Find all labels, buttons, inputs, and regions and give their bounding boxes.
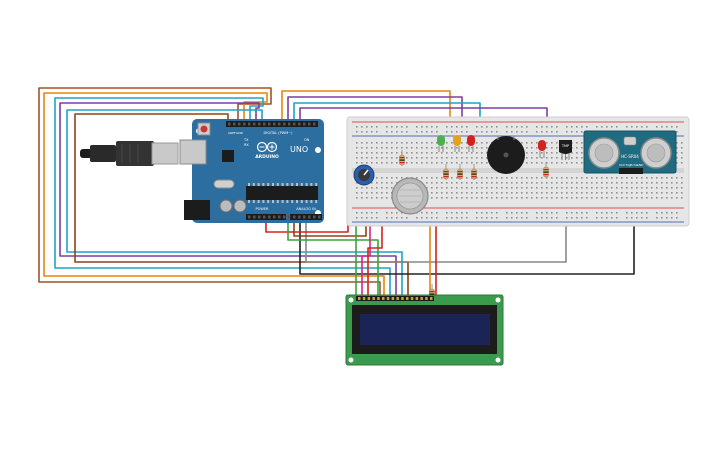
atmega-chip (246, 186, 318, 200)
wire-digital-teal-2[interactable] (66, 109, 403, 298)
analog-label: ANALOG IN (296, 207, 316, 211)
wire-digital-purple[interactable] (59, 102, 397, 298)
gnd-label: GND (236, 131, 244, 135)
led-red-2[interactable] (538, 140, 546, 158)
power-jack (184, 200, 210, 220)
ultrasonic-gnd-label: GND (637, 163, 645, 167)
analog-header[interactable] (290, 214, 322, 220)
rx-label: RX (244, 143, 249, 147)
wire-digital-brown[interactable] (74, 113, 409, 298)
aref-label: AREF (228, 131, 236, 135)
tx-label: TX (243, 138, 249, 142)
temp-sensor-label: TMP (561, 144, 569, 148)
wire-green-analog[interactable] (287, 222, 379, 298)
led-yellow[interactable] (453, 135, 461, 152)
arduino-uno-board[interactable]: DIGITAL (PWM~) TX RX AREF GND ON ARDUINO… (179, 119, 324, 223)
temperature-sensor[interactable]: TMP (559, 140, 572, 160)
lcd-screen (360, 314, 490, 345)
power-label: POWER (256, 207, 270, 211)
ultrasonic-pin-header[interactable] (619, 168, 643, 174)
on-label: ON (304, 138, 310, 142)
ultrasonic-vcc-label: VCC (619, 163, 625, 167)
ultrasonic-crystal (623, 136, 637, 146)
capacitor (233, 199, 247, 213)
usb-chip (222, 150, 234, 162)
wire-red-power[interactable] (265, 222, 349, 233)
arduino-logo (256, 141, 278, 153)
model-label: UNO (290, 145, 308, 154)
wire-pink-to-lcd[interactable] (361, 207, 371, 298)
chip-pins (248, 183, 318, 203)
potentiometer[interactable] (353, 164, 375, 186)
wire-digital-orange-2[interactable] (43, 92, 385, 298)
led-green[interactable] (437, 135, 445, 152)
usb-socket (179, 139, 207, 165)
brand-label: ARDUINO (255, 154, 279, 160)
ultrasonic-echo-label: Echo (630, 163, 637, 167)
gas-sensor[interactable] (391, 177, 429, 215)
crystal (213, 179, 235, 189)
power-header[interactable] (246, 214, 286, 220)
piezo-buzzer[interactable] (487, 136, 525, 174)
wire-digital-teal-1[interactable] (54, 97, 391, 298)
wire-black-gnd-long[interactable] (299, 210, 635, 275)
led-red[interactable] (467, 135, 475, 152)
ultrasonic-model-label: HC-SR04 (621, 154, 639, 159)
lcd-display[interactable] (345, 294, 504, 366)
wire-red-to-lcd[interactable] (367, 207, 383, 298)
lcd-pin-header[interactable] (356, 296, 434, 301)
usb-cable[interactable] (80, 141, 179, 166)
capacitor (219, 199, 233, 213)
ultrasonic-sensor[interactable]: HC-SR04 VCC Trig Echo GND (583, 130, 677, 174)
digital-header[interactable] (226, 121, 318, 127)
ultrasonic-trig-label: Trig (624, 163, 630, 167)
digital-label: DIGITAL (PWM~) (263, 131, 293, 135)
